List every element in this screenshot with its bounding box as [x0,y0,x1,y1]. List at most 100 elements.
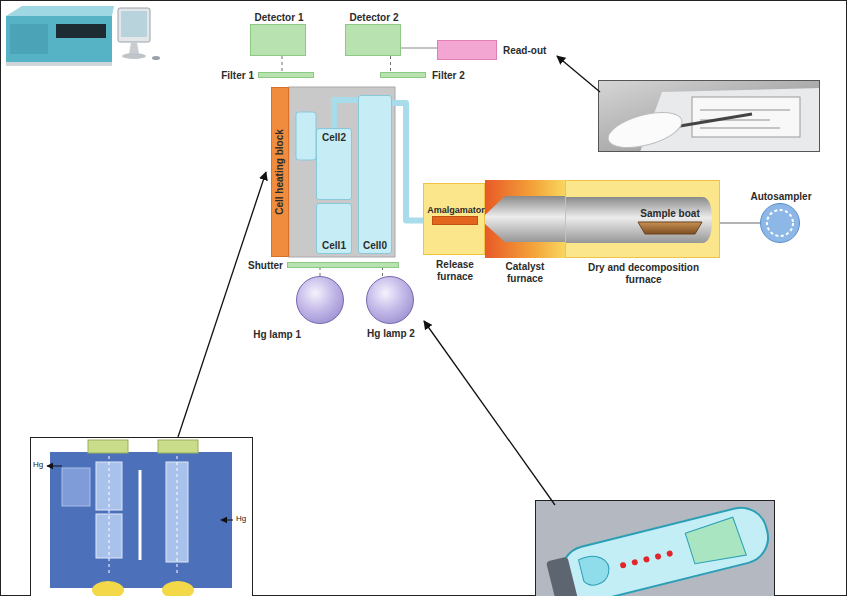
mouse [152,56,160,60]
cell-loop-tube [334,100,358,128]
signal-line [401,47,437,48]
filter-bar: Filter 2 [380,72,426,78]
cell-block-body [289,87,395,257]
carousel-ring [767,210,793,236]
monitor-stand [129,42,139,54]
lamp-inset-border [536,501,775,596]
instrument-slot [56,24,106,38]
lamp-cap [546,556,578,596]
lamp-drawing [545,502,774,596]
node-label: Catalyst furnace [490,261,560,284]
node-label: Detector 2 [350,12,399,24]
autosampler: Autosampler [760,203,800,243]
node-label: Release furnace [423,259,487,282]
light-path [382,268,383,276]
flow-label: Hg [236,515,246,524]
touchscreen-photo [598,80,820,154]
leader-arrow [557,56,600,92]
node-label: Cell2 [322,132,346,144]
node-label: Dry and decomposition furnace [579,262,709,285]
hg-lamp: Hg lamp 1 [296,276,344,324]
lamp-dot [631,559,638,566]
lamp-dot [666,550,673,557]
flow-label: Hg [33,461,43,470]
lamp-dot [619,562,626,569]
monitor-foot [122,53,146,59]
detector-box: Detector 1 [250,24,306,56]
amalgamator: Amalgamator [432,216,478,225]
inset-detector [158,440,198,453]
shutter-bar: Shutter [287,262,399,268]
node-label: Detector 1 [255,12,304,24]
light-path [390,56,391,72]
quartz-tube [485,196,565,242]
monitor-screen [121,11,147,37]
hg-lamp: Hg lamp 2 [366,276,414,324]
node-label: Amalgamator [427,205,485,215]
decomposition-furnace: Dry and decomposition furnaceSample boat [565,180,720,258]
node-label: Autosampler [750,191,811,203]
inset-lamp [162,581,194,596]
cell-tube: Cell2 [316,128,352,200]
feed-line [720,222,760,224]
node-label: Hg lamp 2 [367,328,415,340]
boat-shape [638,222,702,234]
detector-box: Detector 2 [345,24,401,56]
lamp-window [684,516,746,568]
node-label: Cell heating block [274,129,286,215]
side-chamber [296,112,316,160]
leader-arrow [424,321,555,505]
photo-border [599,81,820,152]
lamp-clip [535,500,775,596]
heating-block: Cell heating block [271,87,289,257]
gas-tube [392,103,423,221]
photo-clip [598,80,820,152]
node-label: Hg lamp 1 [253,329,301,341]
inset-border [31,438,253,596]
inset-divider [139,470,142,560]
node-label: Shutter [248,260,283,272]
cell-tube: Cell1 [316,203,352,254]
lamp-electrode [578,552,612,587]
monitor [118,8,150,42]
inset-lamp [92,581,124,596]
inset-panel [50,452,232,588]
lamp-envelope [556,502,773,596]
flow-arrow [221,520,233,521]
node-label: Cell1 [322,240,346,252]
node-label: Read-out [503,45,546,57]
carousel-art [761,204,801,244]
leader-arrow [178,172,266,437]
inset-beam [177,456,178,576]
device-screen [692,97,800,137]
node-label: Sample boat [640,208,699,220]
node-label: Filter 2 [432,70,465,82]
inset-beam [109,456,110,576]
readout-box: Read-out [437,40,497,60]
instrument-base [6,62,112,66]
node-label: Cell0 [363,240,387,252]
instrument-panel [10,24,48,54]
inset-chamber [62,468,90,506]
inset-detector [88,440,128,453]
light-path [320,268,321,276]
sample-boat: Sample boat [638,221,702,235]
instrument-top [6,6,114,16]
light-path [282,56,283,72]
instrument-photo [6,6,160,66]
cell-schematic-inset [31,438,253,596]
boat-art [638,221,702,235]
cell-block [289,87,395,257]
instrument-body [6,16,112,64]
lamp-dot [643,556,650,563]
flow-arrow [47,466,62,467]
filter-bar: Filter 1 [258,72,314,78]
node-label: Filter 1 [221,70,254,82]
lamp-dot [654,553,661,560]
